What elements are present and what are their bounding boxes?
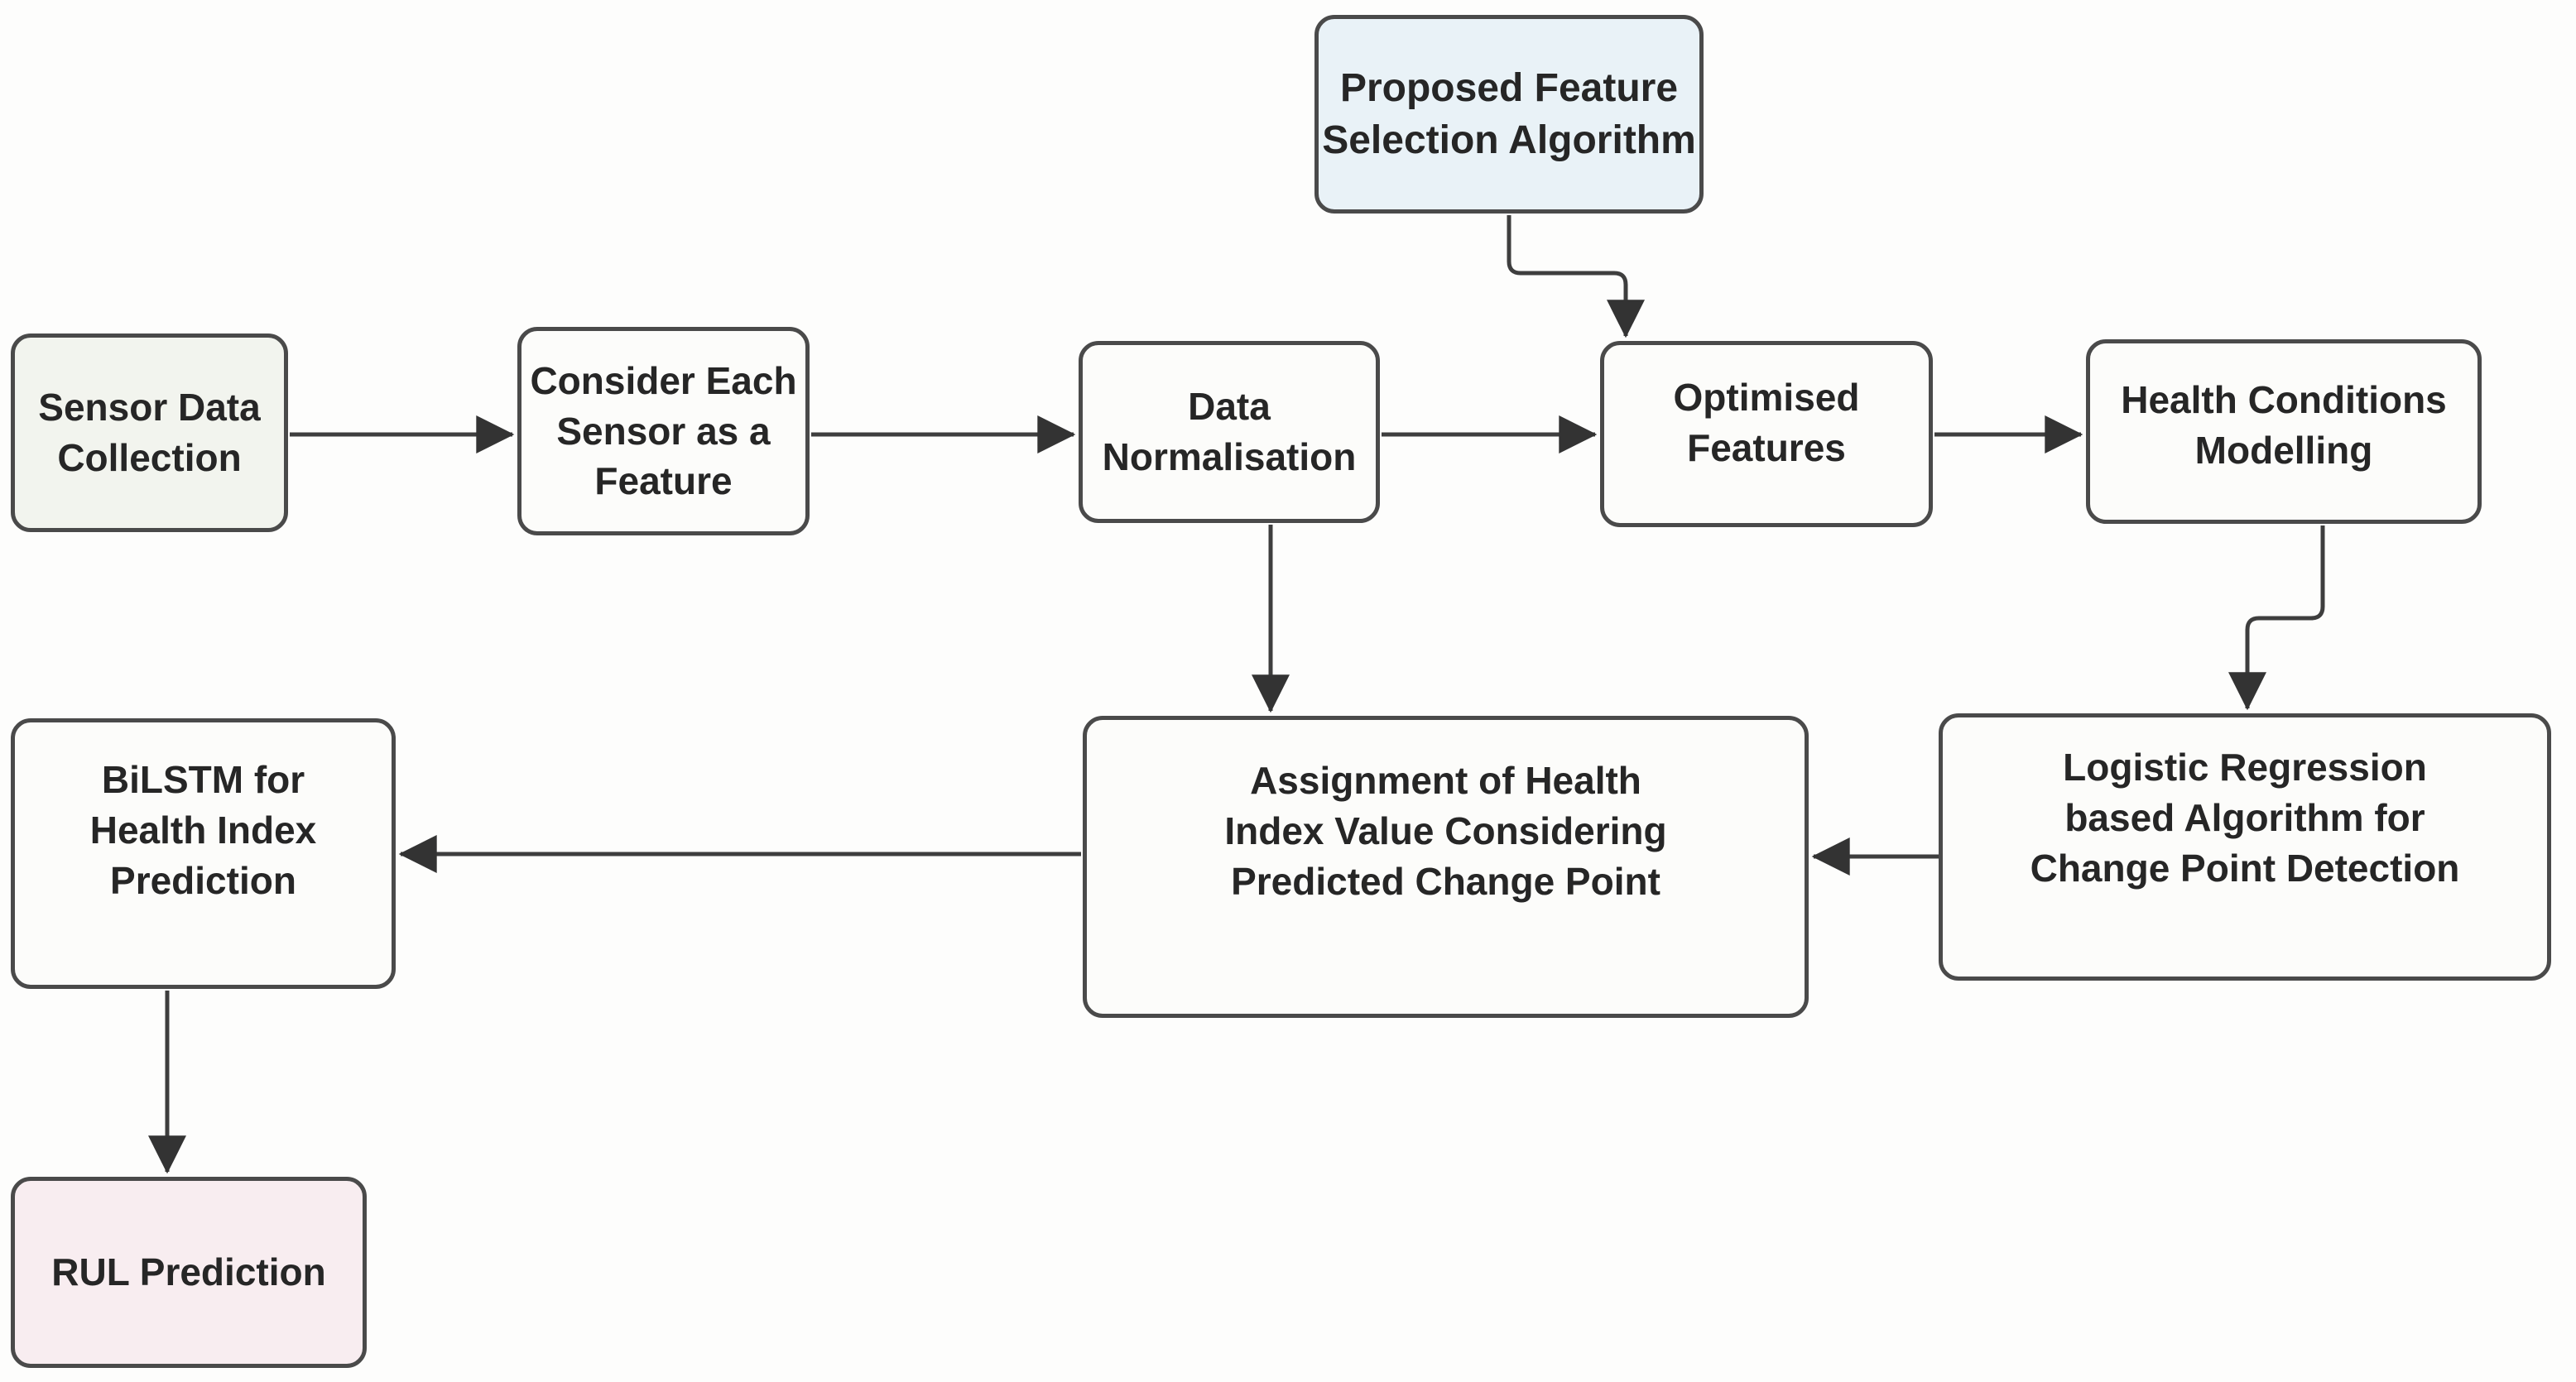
node-label-assignment-of-health-index-value: Assignment of Health Index Value Conside…	[1224, 759, 1667, 903]
node-sensor-data-collection: Sensor Data Collection	[11, 334, 288, 532]
node-rul-prediction: RUL Prediction	[11, 1177, 367, 1368]
node-label-consider-each-sensor-as-a-feature: Consider Each Sensor as a Feature	[530, 358, 797, 503]
node-data-normalisation: Data Normalisation	[1079, 341, 1380, 523]
node-label-health-conditions-modelling: Health Conditions Modelling	[2121, 377, 2447, 472]
node-label-sensor-data-collection: Sensor Data Collection	[38, 386, 261, 479]
node-label-rul-prediction: RUL Prediction	[51, 1250, 326, 1294]
node-logistic-regression-based-algorithm: Logistic Regression based Algorithm for …	[1939, 713, 2551, 981]
node-label-proposed-feature-selection-algorithm: Proposed Feature Selection Algorithm	[1322, 65, 1696, 162]
node-optimised-features: Optimised Features	[1600, 341, 1933, 527]
node-label-logistic-regression-based-algorithm: Logistic Regression based Algorithm for …	[2030, 746, 2460, 890]
node-bilstm-for-health-index-prediction: BiLSTM for Health Index Prediction	[11, 718, 396, 989]
node-health-conditions-modelling: Health Conditions Modelling	[2086, 339, 2482, 524]
node-proposed-feature-selection-algorithm: Proposed Feature Selection Algorithm	[1314, 15, 1704, 214]
node-label-data-normalisation: Data Normalisation	[1102, 385, 1357, 478]
node-label-bilstm-for-health-index-prediction: BiLSTM for Health Index Prediction	[89, 758, 317, 902]
edge-proposed-to-optimised	[1507, 215, 1645, 338]
node-assignment-of-health-index-value: Assignment of Health Index Value Conside…	[1083, 716, 1809, 1018]
node-label-optimised-features: Optimised Features	[1673, 375, 1860, 469]
node-consider-each-sensor-as-a-feature: Consider Each Sensor as a Feature	[517, 327, 810, 535]
edge-hcm-to-logistic	[2228, 525, 2325, 711]
